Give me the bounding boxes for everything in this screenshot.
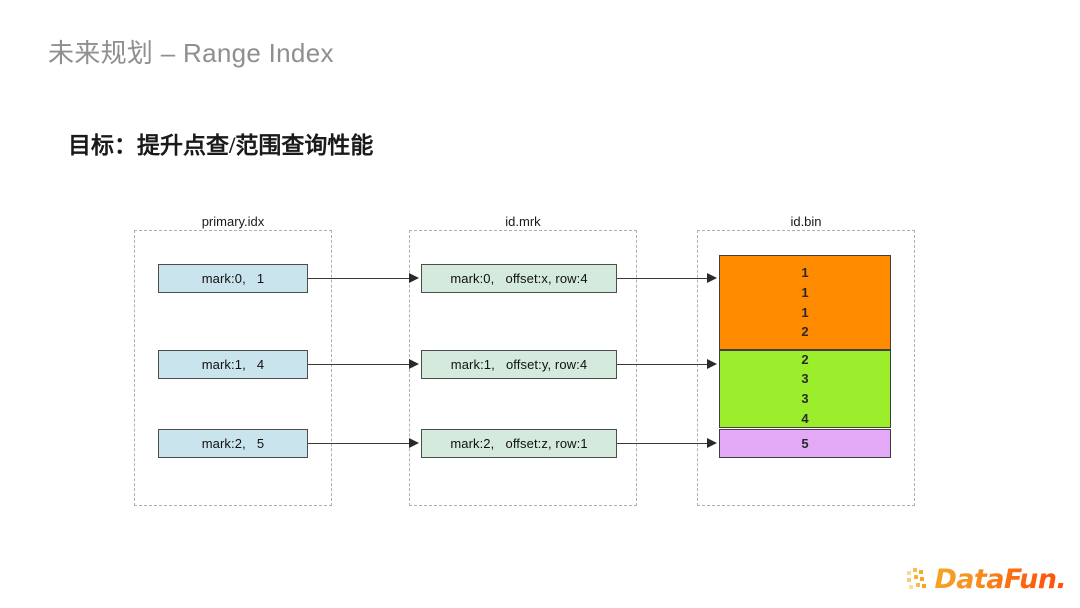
arrowhead-bin-purple: [707, 438, 717, 448]
bin-value: 3: [801, 391, 809, 406]
datafun-logo: DataFun.: [907, 562, 1067, 596]
arrowhead-bin-orange: [707, 273, 717, 283]
group-box-primary-idx: [134, 230, 332, 506]
connector-mrk1-to-bin-green: [617, 364, 709, 365]
connector-mrk0-to-bin-orange: [617, 278, 709, 279]
group-label-primary-idx: primary.idx: [201, 214, 265, 229]
group-box-id-bin: [697, 230, 915, 506]
node-id-mrk-mark1[interactable]: mark:1, offset:y, row:4: [421, 350, 617, 379]
bin-block-purple[interactable]: 5: [719, 429, 891, 458]
bin-value: 1: [801, 284, 809, 300]
bin-value: 1: [801, 265, 809, 280]
bin-value: 4: [801, 410, 809, 426]
bin-block-green[interactable]: 2 3 3 4: [719, 350, 891, 428]
node-id-mrk-mark2[interactable]: mark:2, offset:z, row:1: [421, 429, 617, 458]
arrowhead-bin-green: [707, 359, 717, 369]
bin-value: 5: [801, 435, 809, 451]
logo-text: DataFun.: [934, 563, 1066, 595]
group-label-id-bin: id.bin: [790, 214, 822, 229]
bin-value: 2: [801, 324, 809, 340]
bin-block-orange[interactable]: 1 1 1 2: [719, 255, 891, 350]
page-title: 未来规划 – Range Index: [48, 38, 334, 68]
arrowhead-mrk0: [409, 273, 419, 283]
node-primary-idx-mark1[interactable]: mark:1, 4: [158, 350, 308, 379]
node-primary-idx-mark0[interactable]: mark:0, 1: [158, 264, 308, 293]
connector-mrk2-to-bin-purple: [617, 443, 709, 444]
arrowhead-mrk1: [409, 359, 419, 369]
node-primary-idx-mark2[interactable]: mark:2, 5: [158, 429, 308, 458]
connector-idx1-to-mrk1: [308, 364, 411, 365]
slide-subtitle: 目标：提升点查/范围查询性能: [68, 133, 374, 158]
node-id-mrk-mark0[interactable]: mark:0, offset:x, row:4: [421, 264, 617, 293]
connector-idx2-to-mrk2: [308, 443, 411, 444]
arrowhead-mrk2: [409, 438, 419, 448]
bin-value: 3: [801, 371, 809, 387]
group-label-id-mrk: id.mrk: [505, 214, 541, 229]
logo-dots-icon: [907, 567, 933, 591]
bin-value: 2: [801, 351, 809, 367]
bin-value: 1: [801, 304, 809, 320]
connector-idx0-to-mrk0: [308, 278, 411, 279]
